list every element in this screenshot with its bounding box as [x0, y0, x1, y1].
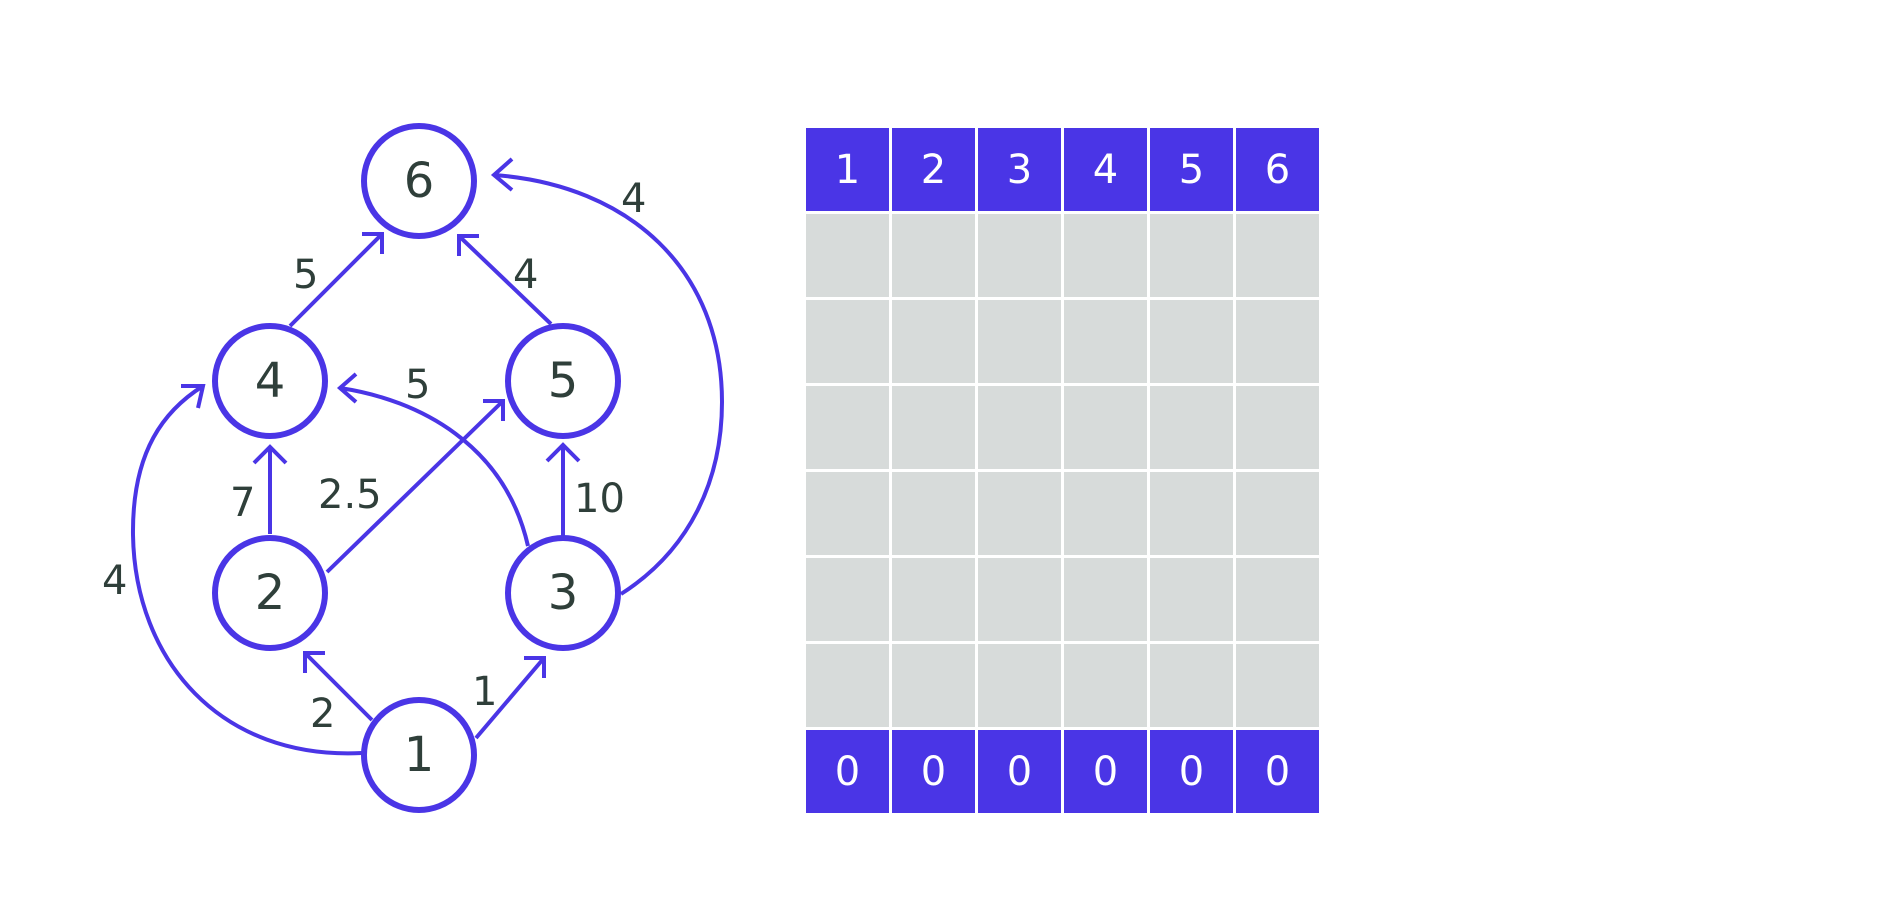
arrowhead-2-5	[483, 399, 505, 421]
distance-table: 1 2 3 4 5 6 0 0 0 0 0 0	[806, 128, 1319, 813]
arrowhead-1-4	[181, 384, 206, 409]
table-footer-cell: 0	[806, 730, 889, 813]
node-4-label: 4	[255, 353, 286, 409]
table-header-cell: 6	[1236, 128, 1319, 211]
arrowhead-3-4	[336, 372, 358, 404]
table-cell	[1236, 300, 1319, 383]
weight-2-4: 7	[230, 480, 255, 526]
table-header-cell: 4	[1064, 128, 1147, 211]
table-cell	[1064, 472, 1147, 555]
node-5: 5	[505, 323, 621, 439]
table-footer-cell: 0	[1236, 730, 1319, 813]
edge-1-2	[303, 651, 374, 722]
node-6-label: 6	[404, 153, 435, 209]
table-cell	[806, 558, 889, 641]
arrowhead-3-5	[545, 442, 581, 463]
table-cell	[1150, 472, 1233, 555]
table-cell	[1064, 214, 1147, 297]
table-cell	[1236, 558, 1319, 641]
table-header-cell: 5	[1150, 128, 1233, 211]
weight-4-6: 5	[293, 252, 318, 298]
table-cell	[1150, 644, 1233, 727]
edge-3-4	[339, 386, 530, 547]
table-cell	[978, 214, 1061, 297]
node-1: 1	[361, 697, 477, 813]
table-cell	[892, 300, 975, 383]
table-cell	[1236, 472, 1319, 555]
table-footer-cell: 0	[892, 730, 975, 813]
table-cell	[892, 214, 975, 297]
table-cell	[1150, 214, 1233, 297]
node-5-label: 5	[548, 353, 579, 409]
table-cell	[978, 558, 1061, 641]
table-cell	[1236, 214, 1319, 297]
arrowhead-1-3	[524, 656, 546, 678]
table-cell	[978, 644, 1061, 727]
table-cell	[1236, 644, 1319, 727]
weight-3-5: 10	[574, 476, 625, 522]
weight-1-2: 2	[310, 691, 335, 737]
table-cell	[1150, 300, 1233, 383]
table-cell	[806, 644, 889, 727]
table-cell	[1236, 386, 1319, 469]
weight-5-6: 4	[513, 252, 538, 298]
table-header-cell: 3	[978, 128, 1061, 211]
table-header-cell: 2	[892, 128, 975, 211]
table-cell	[978, 472, 1061, 555]
table-cell	[978, 300, 1061, 383]
node-3-label: 3	[548, 565, 579, 621]
arrowhead-4-6	[362, 232, 384, 254]
table-cell	[892, 644, 975, 727]
edge-4-6	[288, 232, 384, 328]
node-2-label: 2	[255, 565, 286, 621]
table-cell	[806, 472, 889, 555]
table-cell	[806, 386, 889, 469]
node-6: 6	[361, 123, 477, 239]
table-cell	[1150, 386, 1233, 469]
table-footer-cell: 0	[978, 730, 1061, 813]
edge-1-3	[474, 656, 546, 740]
table-cell	[806, 214, 889, 297]
table-cell	[1064, 300, 1147, 383]
table-footer-cell: 0	[1064, 730, 1147, 813]
edge-1-4	[130, 384, 363, 756]
node-4: 4	[212, 323, 328, 439]
arrowhead-1-2	[303, 651, 325, 673]
edge-3-6	[493, 173, 725, 596]
nodes: 6 4 5 2 3 1	[212, 123, 621, 813]
arrowhead-3-6	[490, 157, 514, 192]
table-cell	[806, 300, 889, 383]
edge-weights: 2 1 4 7 2.5 5 10 4 5 4	[102, 176, 646, 737]
table-cell	[1064, 386, 1147, 469]
weight-1-4: 4	[102, 558, 127, 604]
node-3: 3	[505, 535, 621, 651]
table-cell	[978, 386, 1061, 469]
weight-2-5: 2.5	[318, 472, 382, 518]
table-cell	[892, 386, 975, 469]
table-cell	[892, 472, 975, 555]
arrowhead-5-6	[457, 234, 479, 256]
edges	[130, 157, 725, 756]
table-footer-cell: 0	[1150, 730, 1233, 813]
table-header-cell: 1	[806, 128, 889, 211]
table-cell	[1064, 644, 1147, 727]
node-1-label: 1	[404, 727, 435, 783]
node-2: 2	[212, 535, 328, 651]
edge-2-5	[325, 399, 505, 574]
edge-5-6	[457, 234, 553, 326]
weight-3-4: 5	[405, 362, 430, 408]
weight-1-3: 1	[472, 669, 497, 715]
table-cell	[892, 558, 975, 641]
weight-3-6: 4	[621, 176, 646, 222]
table-cell	[1150, 558, 1233, 641]
table-cell	[1064, 558, 1147, 641]
arrowhead-2-4	[252, 444, 288, 465]
